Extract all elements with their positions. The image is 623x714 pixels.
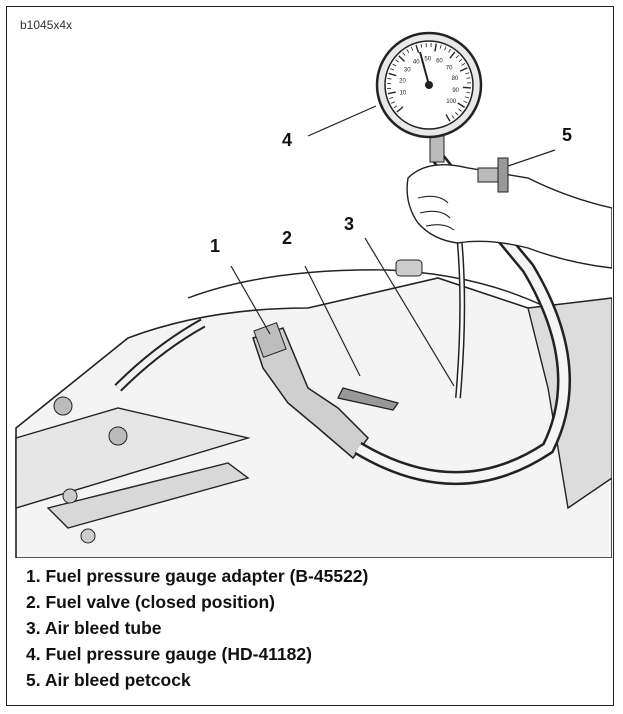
gauge-tick [391, 101, 396, 104]
gauge-tick [461, 63, 466, 66]
legend-item: 3. Air bleed tube [26, 615, 368, 641]
gauge-tick [455, 55, 459, 59]
gauge-tick [458, 58, 463, 62]
legend-text: Air bleed tube [44, 618, 162, 638]
gauge-tick [459, 67, 468, 72]
tank-top-contour [187, 269, 549, 309]
legend-num: 4. [26, 644, 41, 664]
gauge-tick [390, 68, 395, 71]
leader-1 [230, 265, 271, 335]
lower-rail [46, 462, 250, 529]
gauge-needle [419, 51, 430, 86]
gauge-scale-label: 10 [400, 90, 407, 96]
gauge-tick [451, 115, 455, 119]
gauge-scale-label: 100 [446, 99, 457, 105]
petcock-handle [497, 157, 509, 193]
gauge-tick [458, 108, 462, 112]
callout-5: 5 [562, 125, 573, 145]
legend-num: 1. [26, 566, 41, 586]
gauge-tick [434, 43, 437, 52]
leader-4 [307, 105, 377, 137]
gauge-tick [466, 77, 471, 79]
gauge-tick [388, 72, 397, 77]
gauge-stem [429, 135, 445, 163]
gauge-tick [465, 72, 470, 75]
gauge-tick [393, 105, 398, 109]
gauge-tick [415, 44, 420, 53]
gauge-tick [398, 55, 406, 62]
gauge-tick [449, 51, 456, 59]
gauge-hub [425, 81, 433, 89]
fuel-line-inner [115, 320, 205, 391]
gauge-tick [457, 102, 465, 108]
gauge-tick [392, 63, 397, 67]
legend-list: 1. Fuel pressure gauge adapter (B-45522)… [26, 563, 368, 693]
gauge-tick [402, 52, 406, 56]
gauge-tick [406, 49, 410, 53]
bolt-d [80, 528, 96, 544]
callout-3: 3 [344, 214, 355, 234]
gauge-scale-label: 40 [413, 60, 420, 66]
legend-item: 2. Fuel valve (closed position) [26, 589, 368, 615]
callout-2: 2 [282, 228, 293, 248]
rear-bracket [527, 297, 612, 510]
callout-4: 4 [282, 130, 293, 150]
leader-3 [364, 237, 455, 387]
gauge-tick [410, 46, 414, 51]
gauge-tick [463, 100, 468, 104]
bolt-b [108, 426, 128, 446]
leader-2 [304, 265, 361, 377]
hand-fingers [417, 195, 455, 231]
leader-5 [507, 149, 556, 167]
legend-item: 1. Fuel pressure gauge adapter (B-45522) [26, 563, 368, 589]
legend-item: 4. Fuel pressure gauge (HD-41182) [26, 641, 368, 667]
gauge-tick [420, 43, 423, 48]
legend-num: 2. [26, 592, 41, 612]
gauge-scale-label: 30 [404, 67, 411, 73]
gauge-scale-label: 20 [399, 78, 406, 84]
legend-num: 3. [26, 618, 41, 638]
gauge-scale-label: 60 [436, 59, 443, 65]
gauge-tick [465, 96, 470, 99]
gauge-tick [455, 112, 459, 116]
callout-1: 1 [210, 236, 221, 256]
gauge-tick [389, 96, 394, 100]
gauge-tick [396, 106, 404, 113]
figure-id: b1045x4x [20, 18, 73, 32]
frame-rail [15, 407, 251, 509]
gauge-tick [439, 44, 442, 49]
legend-item: 5. Air bleed petcock [26, 667, 368, 693]
bolt-a [53, 396, 73, 416]
legend-num: 5. [26, 670, 41, 690]
legend-text: Fuel pressure gauge (HD-41182) [45, 644, 312, 664]
legend-text: Air bleed petcock [44, 670, 191, 690]
gauge-tick [387, 78, 392, 80]
gauge-tick [444, 46, 447, 51]
petcock-body [477, 167, 501, 183]
gauge-scale-label: 70 [446, 65, 453, 71]
gauge-tick [387, 91, 396, 95]
legend-text: Fuel pressure gauge adapter (B-45522) [45, 566, 369, 586]
gauge-tick [448, 48, 451, 53]
gauge-tick [395, 59, 399, 63]
fuel-valve-lever [337, 387, 400, 411]
gauge-tick [466, 91, 471, 94]
bolt-c [62, 488, 78, 504]
gauge-scale-label: 80 [452, 76, 459, 82]
gauge-tick [462, 86, 471, 89]
gauge-scale-label: 50 [424, 57, 431, 63]
legend-text: Fuel valve (closed position) [45, 592, 275, 612]
gauge-tick [445, 114, 451, 122]
gauge-scale-label: 90 [452, 88, 459, 94]
fuel-cap [395, 259, 423, 277]
